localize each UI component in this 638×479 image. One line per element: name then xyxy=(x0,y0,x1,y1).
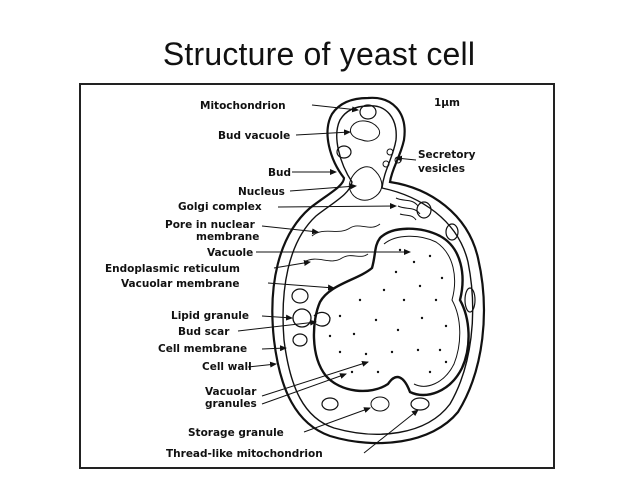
label-vacuolar-membrane: Vacuolar membrane xyxy=(121,278,239,290)
label-bud-scar: Bud scar xyxy=(178,326,230,338)
bud-vacuole xyxy=(349,120,380,142)
vacuole xyxy=(312,227,470,397)
label-bud-vacuole: Bud vacuole xyxy=(218,130,290,142)
label-golgi: Golgi complex xyxy=(178,201,262,213)
nucleus xyxy=(348,166,383,201)
label-lipid-granule: Lipid granule xyxy=(171,310,249,322)
lipid-granule xyxy=(292,308,312,328)
figure-frame xyxy=(79,83,555,469)
label-pore-line2: membrane xyxy=(196,231,259,243)
label-bud: Bud xyxy=(268,167,291,179)
label-cell-membrane: Cell membrane xyxy=(158,343,247,355)
label-vacuolar-granules-line1: Vacuolar xyxy=(205,386,257,398)
label-storage-granule: Storage granule xyxy=(188,427,284,439)
mitochondria xyxy=(291,104,476,411)
label-secretory-line1: Secretory xyxy=(418,149,476,161)
label-nucleus: Nucleus xyxy=(238,186,285,198)
label-er: Endoplasmic reticulum xyxy=(105,263,240,275)
leader-lines xyxy=(237,104,419,454)
label-scale: 1μm xyxy=(434,97,460,109)
endoplasmic-reticulum xyxy=(303,223,381,263)
cell-membrane xyxy=(282,105,474,435)
bud-scar xyxy=(313,311,331,327)
golgi-complex xyxy=(395,197,421,221)
slide-title: Structure of yeast cell xyxy=(162,36,476,72)
label-secretory-line2: vesicles xyxy=(418,163,465,175)
vacuolar-membrane xyxy=(383,235,461,387)
cell-wall-outer xyxy=(271,96,486,445)
label-thread-mitochondrion: Thread-like mitochondrion xyxy=(166,448,323,460)
storage-granule xyxy=(370,396,390,412)
label-mitochondrion: Mitochondrion xyxy=(200,100,286,112)
label-vacuole: Vacuole xyxy=(207,247,253,259)
label-pore-line1: Pore in nuclear xyxy=(165,219,256,231)
label-cell-wall: Cell wall xyxy=(202,361,252,373)
label-vacuolar-granules-line2: granules xyxy=(205,398,257,410)
vacuolar-granules xyxy=(328,248,448,374)
